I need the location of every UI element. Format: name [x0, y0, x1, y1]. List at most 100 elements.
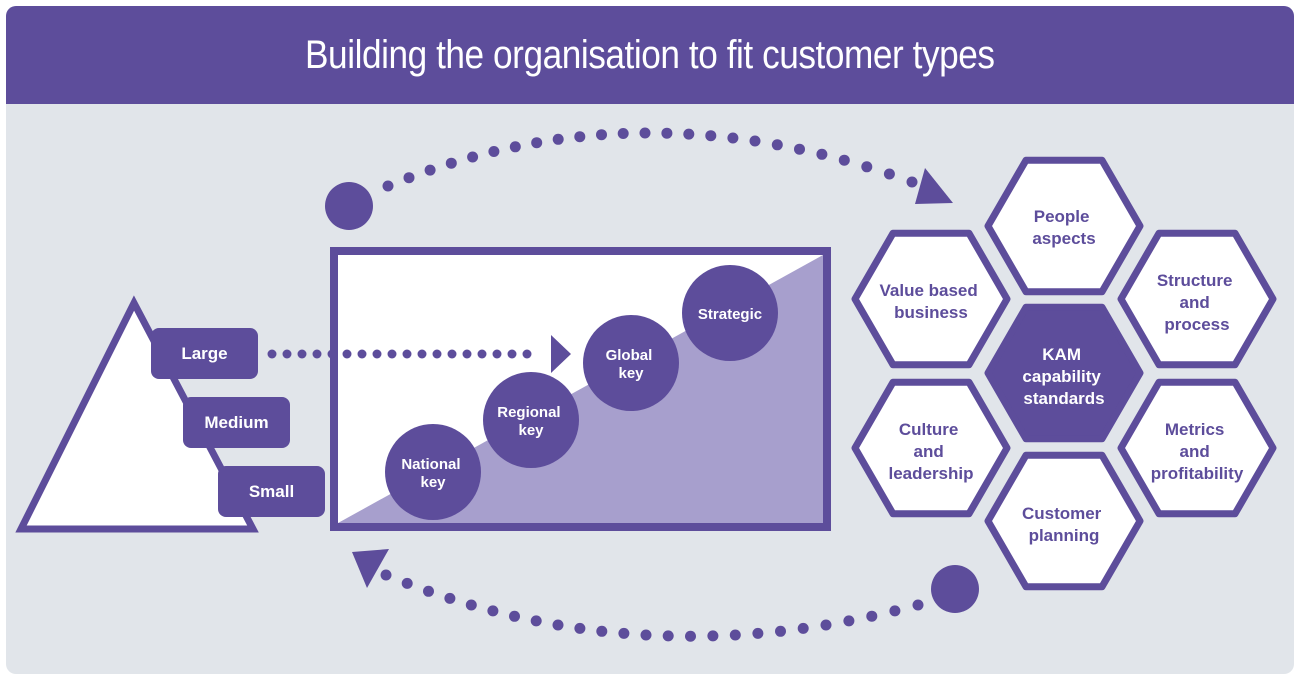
dotted-arrow-icon: [507, 349, 517, 359]
arc-dot: [752, 627, 764, 639]
hex-culture-leadership: Culture and leadership: [851, 378, 1011, 518]
arc-dot: [487, 605, 499, 617]
arrowhead-icon: [551, 335, 571, 373]
arc-dot: [705, 130, 717, 142]
dotted-arrow-icon: [327, 349, 337, 359]
hex-people-line-1: People: [1034, 207, 1090, 226]
arc-dot: [775, 625, 786, 637]
dotted-arrow-icon: [357, 349, 367, 359]
dotted-arrow-icon: [447, 349, 457, 359]
dotted-arrow-icon: [462, 349, 472, 359]
dotted-arrow-icon: [297, 349, 307, 359]
stage-national-key: National key: [385, 424, 481, 520]
arc-dot: [906, 176, 918, 188]
dotted-arrow-icon: [282, 349, 292, 359]
dotted-arrow-icon: [417, 349, 427, 359]
top-dotted-arc: [382, 127, 918, 192]
arc-dot: [749, 135, 761, 147]
dotted-arrow-icon: [402, 349, 412, 359]
arc-dot: [685, 630, 696, 642]
arc-dot: [423, 585, 434, 597]
stage-national-line-2: key: [420, 474, 446, 491]
svg-text:Global key: Global key: [606, 347, 657, 382]
tier-large-label: Large: [181, 344, 227, 363]
hex-customer-planning: Customer planning: [984, 451, 1144, 591]
arc-dot: [707, 630, 719, 642]
top-arc-start-dot: [325, 182, 373, 230]
bottom-dotted-arc: [380, 569, 924, 642]
top-arc-arrowhead-icon: [915, 168, 953, 204]
arc-dot: [683, 128, 695, 140]
hex-kam-line-2: capability: [1022, 367, 1101, 386]
arc-dot: [530, 615, 542, 627]
hex-value-line-1: Value based: [879, 281, 977, 300]
stage-national-line-1: National: [401, 456, 460, 473]
dotted-arrow-icon: [372, 349, 382, 359]
dotted-arrow-icon: [432, 349, 442, 359]
arc-dot: [574, 131, 586, 143]
dotted-arrow-icon: [387, 349, 397, 359]
stage-regional-key: Regional key: [483, 372, 579, 468]
arc-dot: [912, 599, 924, 611]
hex-value-line-2: business: [894, 303, 968, 322]
hex-structure-process: Structure and process: [1117, 229, 1277, 369]
arc-dot: [820, 619, 832, 631]
arc-dot: [574, 622, 586, 634]
arc-dot: [596, 129, 607, 141]
arc-dot: [382, 180, 394, 192]
hex-metrics-line-1: Metrics: [1165, 420, 1225, 439]
hex-structure-line-2: and: [1180, 293, 1210, 312]
arc-dot: [467, 151, 479, 163]
hex-metrics-profitability: Metrics and profitability: [1117, 378, 1277, 518]
stage-regional-line-2: key: [518, 422, 544, 439]
hex-customer-line-1: Customer: [1022, 504, 1102, 523]
arc-dot: [838, 154, 850, 166]
dotted-arrow-icon: [492, 349, 502, 359]
hex-kam-line-3: standards: [1023, 389, 1104, 408]
hex-kam-line-1: KAM: [1042, 345, 1081, 364]
hex-kam-capability-standards: KAM capability standards: [984, 303, 1144, 443]
tier-small: Small: [218, 466, 325, 517]
stage-strategic: Strategic: [682, 265, 778, 361]
dotted-arrow-icon: [267, 349, 277, 359]
arc-dot: [816, 148, 828, 160]
stage-strategic-line-1: Strategic: [698, 306, 762, 323]
arc-dot: [883, 168, 895, 180]
stage-global-line-2: key: [618, 365, 644, 382]
arc-dot: [866, 610, 878, 622]
arc-dot: [596, 625, 608, 637]
hex-people-aspects: People aspects: [984, 156, 1144, 296]
tier-medium: Medium: [183, 397, 290, 448]
stage-regional-line-1: Regional: [497, 404, 560, 421]
large-to-key-dotted-line: [267, 349, 532, 359]
hex-metrics-line-3: profitability: [1151, 464, 1244, 483]
arc-dot: [531, 137, 543, 149]
svg-text:Value based business: Value based business: [879, 281, 982, 322]
arc-dot: [617, 128, 629, 139]
arc-dot: [465, 599, 477, 611]
svg-text:National key: National key: [401, 456, 464, 491]
tier-large: Large: [151, 328, 258, 379]
tier-small-label: Small: [249, 482, 294, 501]
arc-dot: [727, 132, 739, 144]
svg-text:KAM capability: KAM capability standards: [1022, 345, 1105, 408]
arc-dot: [771, 139, 783, 151]
hex-people-line-2: aspects: [1032, 229, 1095, 248]
stage-global-key: Global key: [583, 315, 679, 411]
arc-dot: [640, 629, 652, 641]
stage-global-line-1: Global: [606, 347, 653, 364]
arc-dot: [618, 627, 630, 639]
hex-culture-line-3: leadership: [888, 464, 973, 483]
page-title: Building the organisation to fit custome…: [305, 32, 995, 77]
hex-customer-line-2: planning: [1029, 526, 1100, 545]
arc-dot: [794, 143, 805, 155]
arc-dot: [509, 141, 521, 153]
arc-dot: [662, 630, 674, 642]
arc-dot: [661, 127, 673, 139]
arc-dot: [797, 622, 809, 634]
dotted-arrow-icon: [342, 349, 352, 359]
hex-culture-line-1: Culture: [899, 420, 959, 439]
svg-text:People aspects: People aspects: [1032, 207, 1095, 248]
title-bar: Building the organisation to fit custome…: [6, 6, 1294, 104]
